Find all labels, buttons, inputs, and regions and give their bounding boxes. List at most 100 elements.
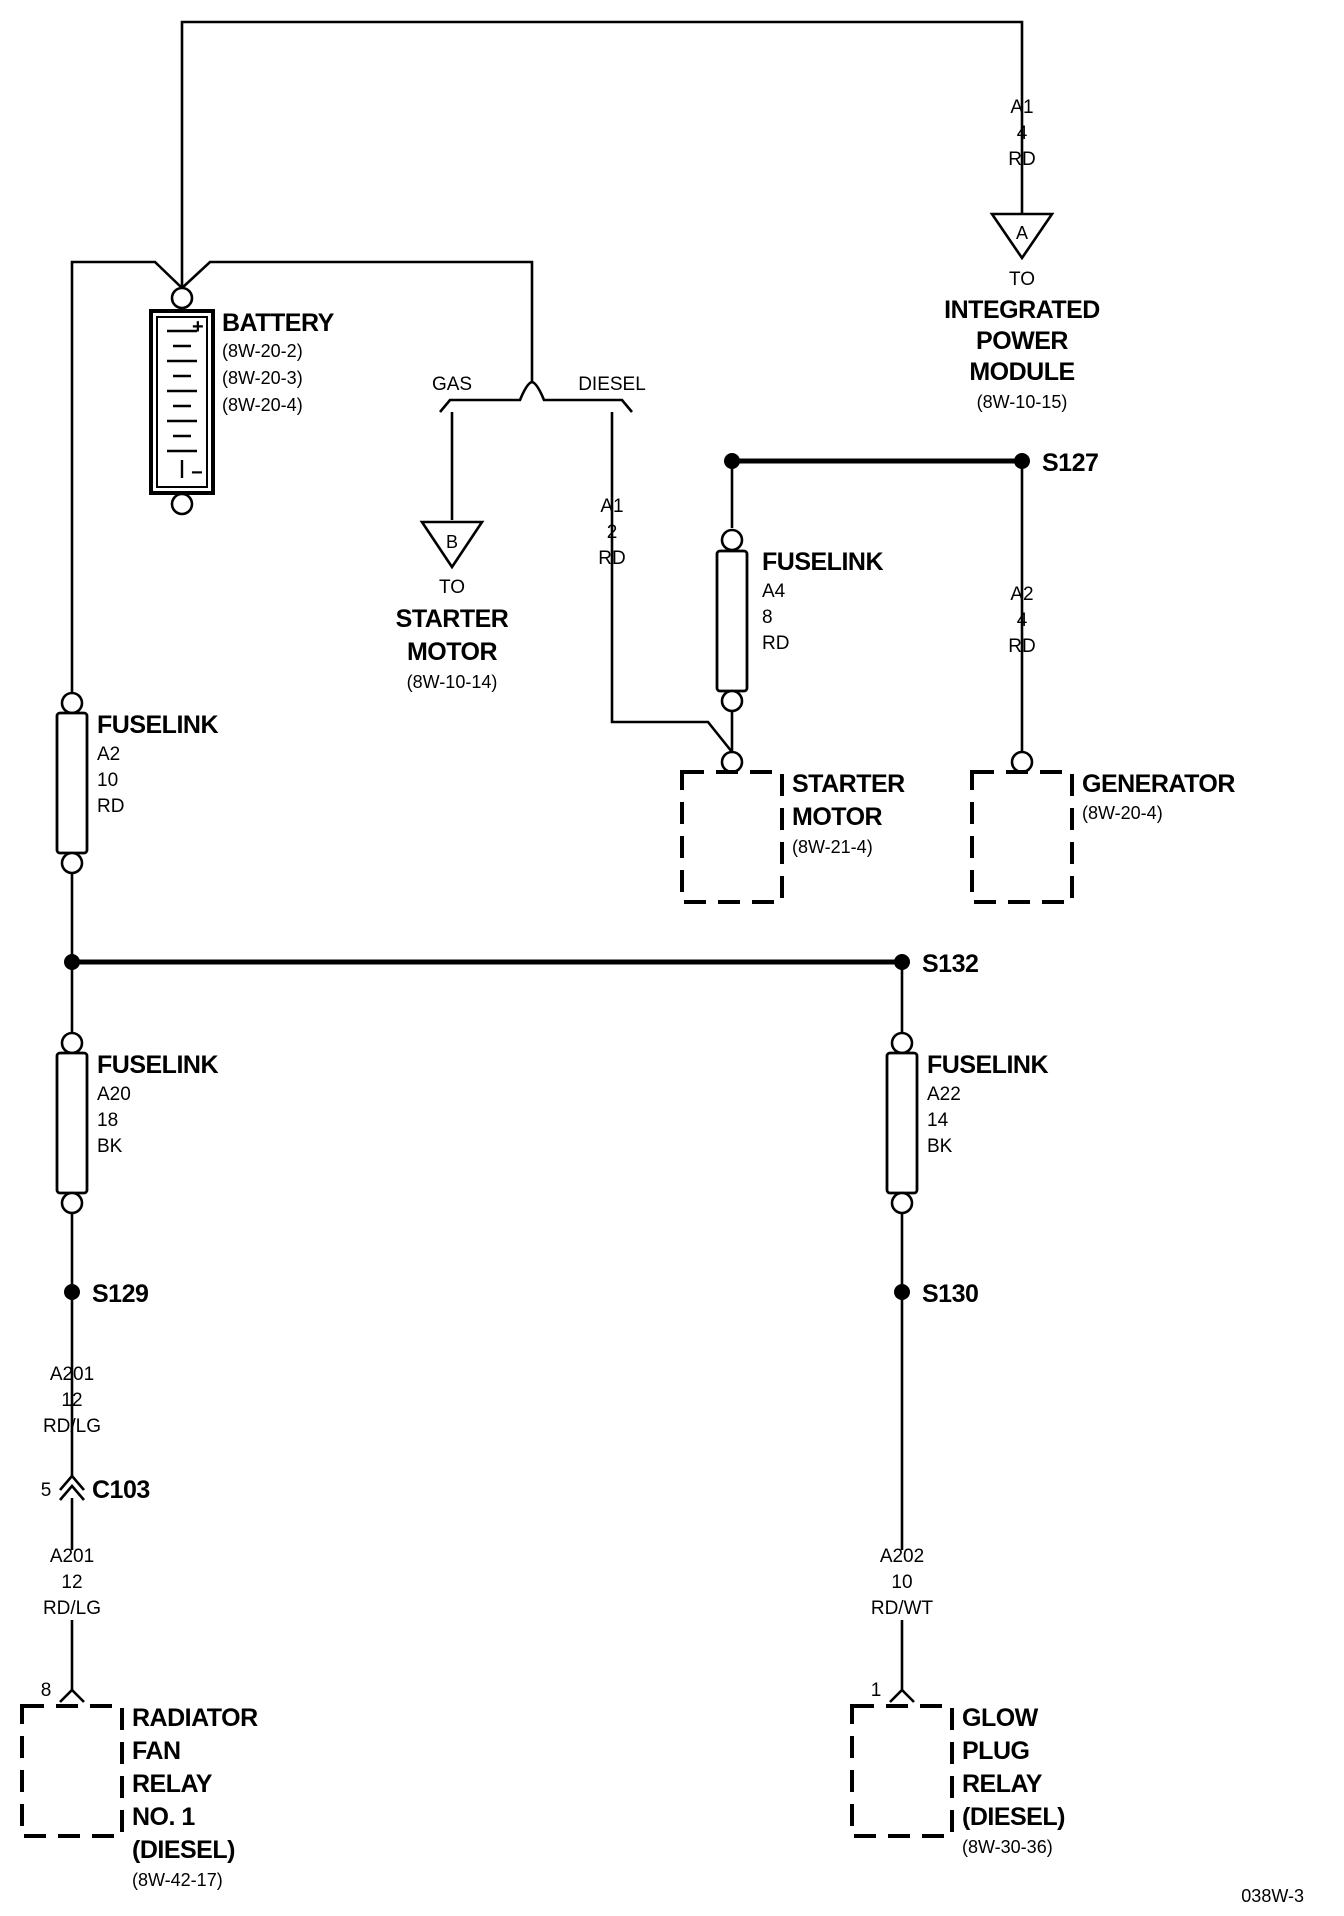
generator-terminal <box>1010 750 1034 774</box>
fuselink-a4-gauge: 8 <box>762 607 773 628</box>
radiator-relay-box <box>20 1704 124 1838</box>
c103-label: C103 <box>92 1476 150 1504</box>
a202-gauge: 10 <box>891 1572 912 1593</box>
a201-lower-gauge: 12 <box>61 1572 82 1593</box>
gen-wire-gauge: 4 <box>1017 610 1028 631</box>
fuselink-a2-symbol <box>55 691 89 875</box>
ipm-name-2: POWER <box>976 327 1068 355</box>
wire-battery-to-fuselink-a2 <box>70 260 183 692</box>
branch-gas-arm <box>439 380 633 413</box>
a201-lower-color: RD/LG <box>43 1598 101 1619</box>
diagram-id: 038W-3 <box>1241 1886 1304 1906</box>
battery-positive-terminal <box>170 286 194 310</box>
generator-box <box>970 770 1074 904</box>
gen-wire-color: RD <box>1008 636 1035 657</box>
splice-s129-label: S129 <box>92 1280 148 1308</box>
fuselink-a20-color: BK <box>97 1136 123 1157</box>
a201-upper-color: RD/LG <box>43 1416 101 1437</box>
fuselink-a4-circuit: A4 <box>762 581 786 602</box>
splices <box>64 453 1030 1300</box>
wire-battery-to-ipm <box>180 20 1024 288</box>
fuselink-a2-color: RD <box>97 796 124 817</box>
diesel-wire-color: RD <box>598 548 625 569</box>
diesel-label: DIESEL <box>578 374 646 395</box>
fuselink-a22-label: FUSELINK <box>927 1051 1048 1079</box>
radiator-relay-name-4: NO. 1 <box>132 1803 195 1831</box>
c103-pin: 5 <box>41 1480 52 1501</box>
fuselink-a4-label: FUSELINK <box>762 548 883 576</box>
ipm-wire-gauge: 4 <box>1017 123 1028 144</box>
starter-to-label: TO <box>439 577 465 598</box>
battery-negative-terminal <box>170 492 194 516</box>
splice-s132-label: S132 <box>922 950 978 978</box>
fuselink-a20-gauge: 18 <box>97 1110 118 1131</box>
gen-wire-circuit: A2 <box>1010 584 1033 605</box>
battery-ref-3: (8W-20-4) <box>222 395 303 415</box>
ipm-name-1: INTEGRATED <box>944 296 1100 324</box>
radiator-relay-name-1: RADIATOR <box>132 1704 258 1732</box>
glow-relay-pin: 1 <box>871 1680 882 1701</box>
radiator-relay-ref: (8W-42-17) <box>132 1870 223 1890</box>
fuselink-a22-symbol <box>885 1031 919 1215</box>
fuselink-a22-circuit: A22 <box>927 1084 961 1105</box>
starter-connector-letter: B <box>446 532 458 552</box>
fuselink-a20-label: FUSELINK <box>97 1051 218 1079</box>
radiator-relay-name-5: (DIESEL) <box>132 1836 235 1864</box>
fuselink-a4-color: RD <box>762 633 789 654</box>
battery-ref-1: (8W-20-2) <box>222 341 303 361</box>
starter-motor-terminal <box>720 750 744 774</box>
ipm-ref: (8W-10-15) <box>977 392 1068 412</box>
diesel-wire-circuit: A1 <box>600 496 623 517</box>
battery-minus-sign: − <box>191 462 203 484</box>
ipm-wire-circuit: A1 <box>1010 97 1033 118</box>
fuselink-a20-circuit: A20 <box>97 1084 131 1105</box>
radiator-relay-name-2: FAN <box>132 1737 181 1765</box>
starter-to-name-1: STARTER <box>396 605 509 633</box>
ipm-connector-letter: A <box>1016 223 1028 243</box>
a201-upper-circuit: A201 <box>50 1364 94 1385</box>
splice-s130-label: S130 <box>922 1280 978 1308</box>
splice-dot-s127-left <box>724 453 740 469</box>
starter-to-ref: (8W-10-14) <box>407 672 498 692</box>
glow-relay-box <box>850 1704 954 1838</box>
fuselink-a22-color: BK <box>927 1136 953 1157</box>
starter-motor-name-2: MOTOR <box>792 803 883 831</box>
splice-dot-s129 <box>64 1284 80 1300</box>
splice-dot-s132-left <box>64 954 80 970</box>
glow-relay-name-4: (DIESEL) <box>962 1803 1065 1831</box>
splice-s127-label: S127 <box>1042 449 1098 477</box>
radiator-relay-pin-symbol <box>59 1688 85 1703</box>
fuselink-a2-gauge: 10 <box>97 770 118 791</box>
wire-battery-to-branch <box>181 260 534 382</box>
splice-dot-s130 <box>894 1284 910 1300</box>
glow-relay-name-2: PLUG <box>962 1737 1029 1765</box>
fuselink-a20-symbol <box>55 1031 89 1215</box>
fuselink-a2-label: FUSELINK <box>97 711 218 739</box>
splice-dot-s132 <box>894 954 910 970</box>
glow-relay-pin-symbol <box>889 1688 915 1703</box>
gas-label: GAS <box>432 374 472 395</box>
fuselink-a4-symbol <box>715 528 749 713</box>
c103-connector-symbol <box>59 1474 85 1501</box>
starter-motor-ref: (8W-21-4) <box>792 837 873 857</box>
wires <box>70 20 1024 1690</box>
starter-motor-box <box>680 770 784 904</box>
ipm-to-label: TO <box>1009 269 1035 290</box>
generator-ref: (8W-20-4) <box>1082 803 1163 823</box>
fuselink-a22-gauge: 14 <box>927 1110 949 1131</box>
glow-relay-ref: (8W-30-36) <box>962 1837 1053 1857</box>
diesel-wire-gauge: 2 <box>607 522 618 543</box>
battery-ref-2: (8W-20-3) <box>222 368 303 388</box>
generator-name: GENERATOR <box>1082 770 1235 798</box>
radiator-relay-pin: 8 <box>41 1680 52 1701</box>
starter-connector-triangle <box>419 520 485 570</box>
starter-motor-name-1: STARTER <box>792 770 905 798</box>
battery-symbol: + − <box>149 286 215 516</box>
fuselink-a2-circuit: A2 <box>97 744 120 765</box>
ipm-name-3: MODULE <box>969 358 1074 386</box>
a202-color: RD/WT <box>871 1598 934 1619</box>
ipm-wire-color: RD <box>1008 149 1035 170</box>
battery-plus-sign: + <box>192 316 204 338</box>
a201-lower-circuit: A201 <box>50 1546 94 1567</box>
battery-label: BATTERY <box>222 309 335 337</box>
